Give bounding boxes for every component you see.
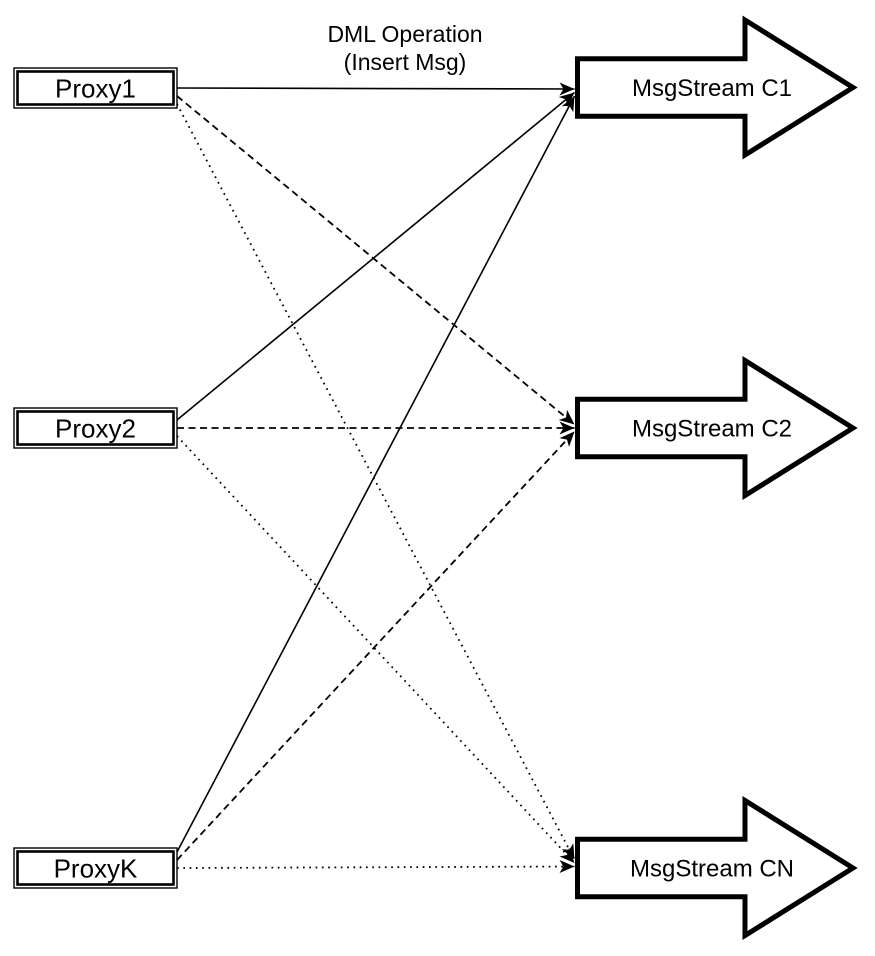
edge-proxy2-c1 [176,91,576,421]
proxy-node-proxy2: Proxy2 [13,407,178,449]
edge-proxy2-cn [176,435,576,864]
diagram-title-line2: (Insert Msg) [344,49,467,75]
proxy-label: Proxy2 [55,414,136,444]
stream-label: MsgStream C2 [632,416,792,443]
edge-proxy1-c2 [176,95,576,426]
edge-proxyk-c1 [176,95,576,853]
stream-label: MsgStream CN [630,856,794,883]
diagram-title: DML Operation (Insert Msg) [327,21,482,75]
edge-proxyk-cn [176,860,575,874]
proxy-node-proxy1: Proxy1 [13,67,178,109]
stream-node-c2: MsgStream C2 [575,355,858,501]
block-arrow-shape [575,15,858,160]
proxy-box-inner [16,70,175,106]
edge-proxyk-c2 [176,430,576,861]
proxy-label: ProxyK [54,854,138,884]
stream-label: MsgStream C1 [632,75,792,102]
diagram-title-line1: DML Operation [327,21,482,47]
block-arrow-shape [575,795,858,941]
proxy-node-proxyk: ProxyK [13,847,178,889]
block-arrow-shape [575,355,858,501]
proxy-box-inner [16,850,175,886]
stream-node-c1: MsgStream C1 [575,15,858,160]
edges-layer [176,82,576,874]
edge-proxy1-cn [176,103,576,860]
proxy-label: Proxy1 [55,74,136,104]
proxy-box-inner [16,410,175,446]
stream-node-cn: MsgStream CN [575,795,858,941]
edge-proxy1-c1 [176,82,575,96]
